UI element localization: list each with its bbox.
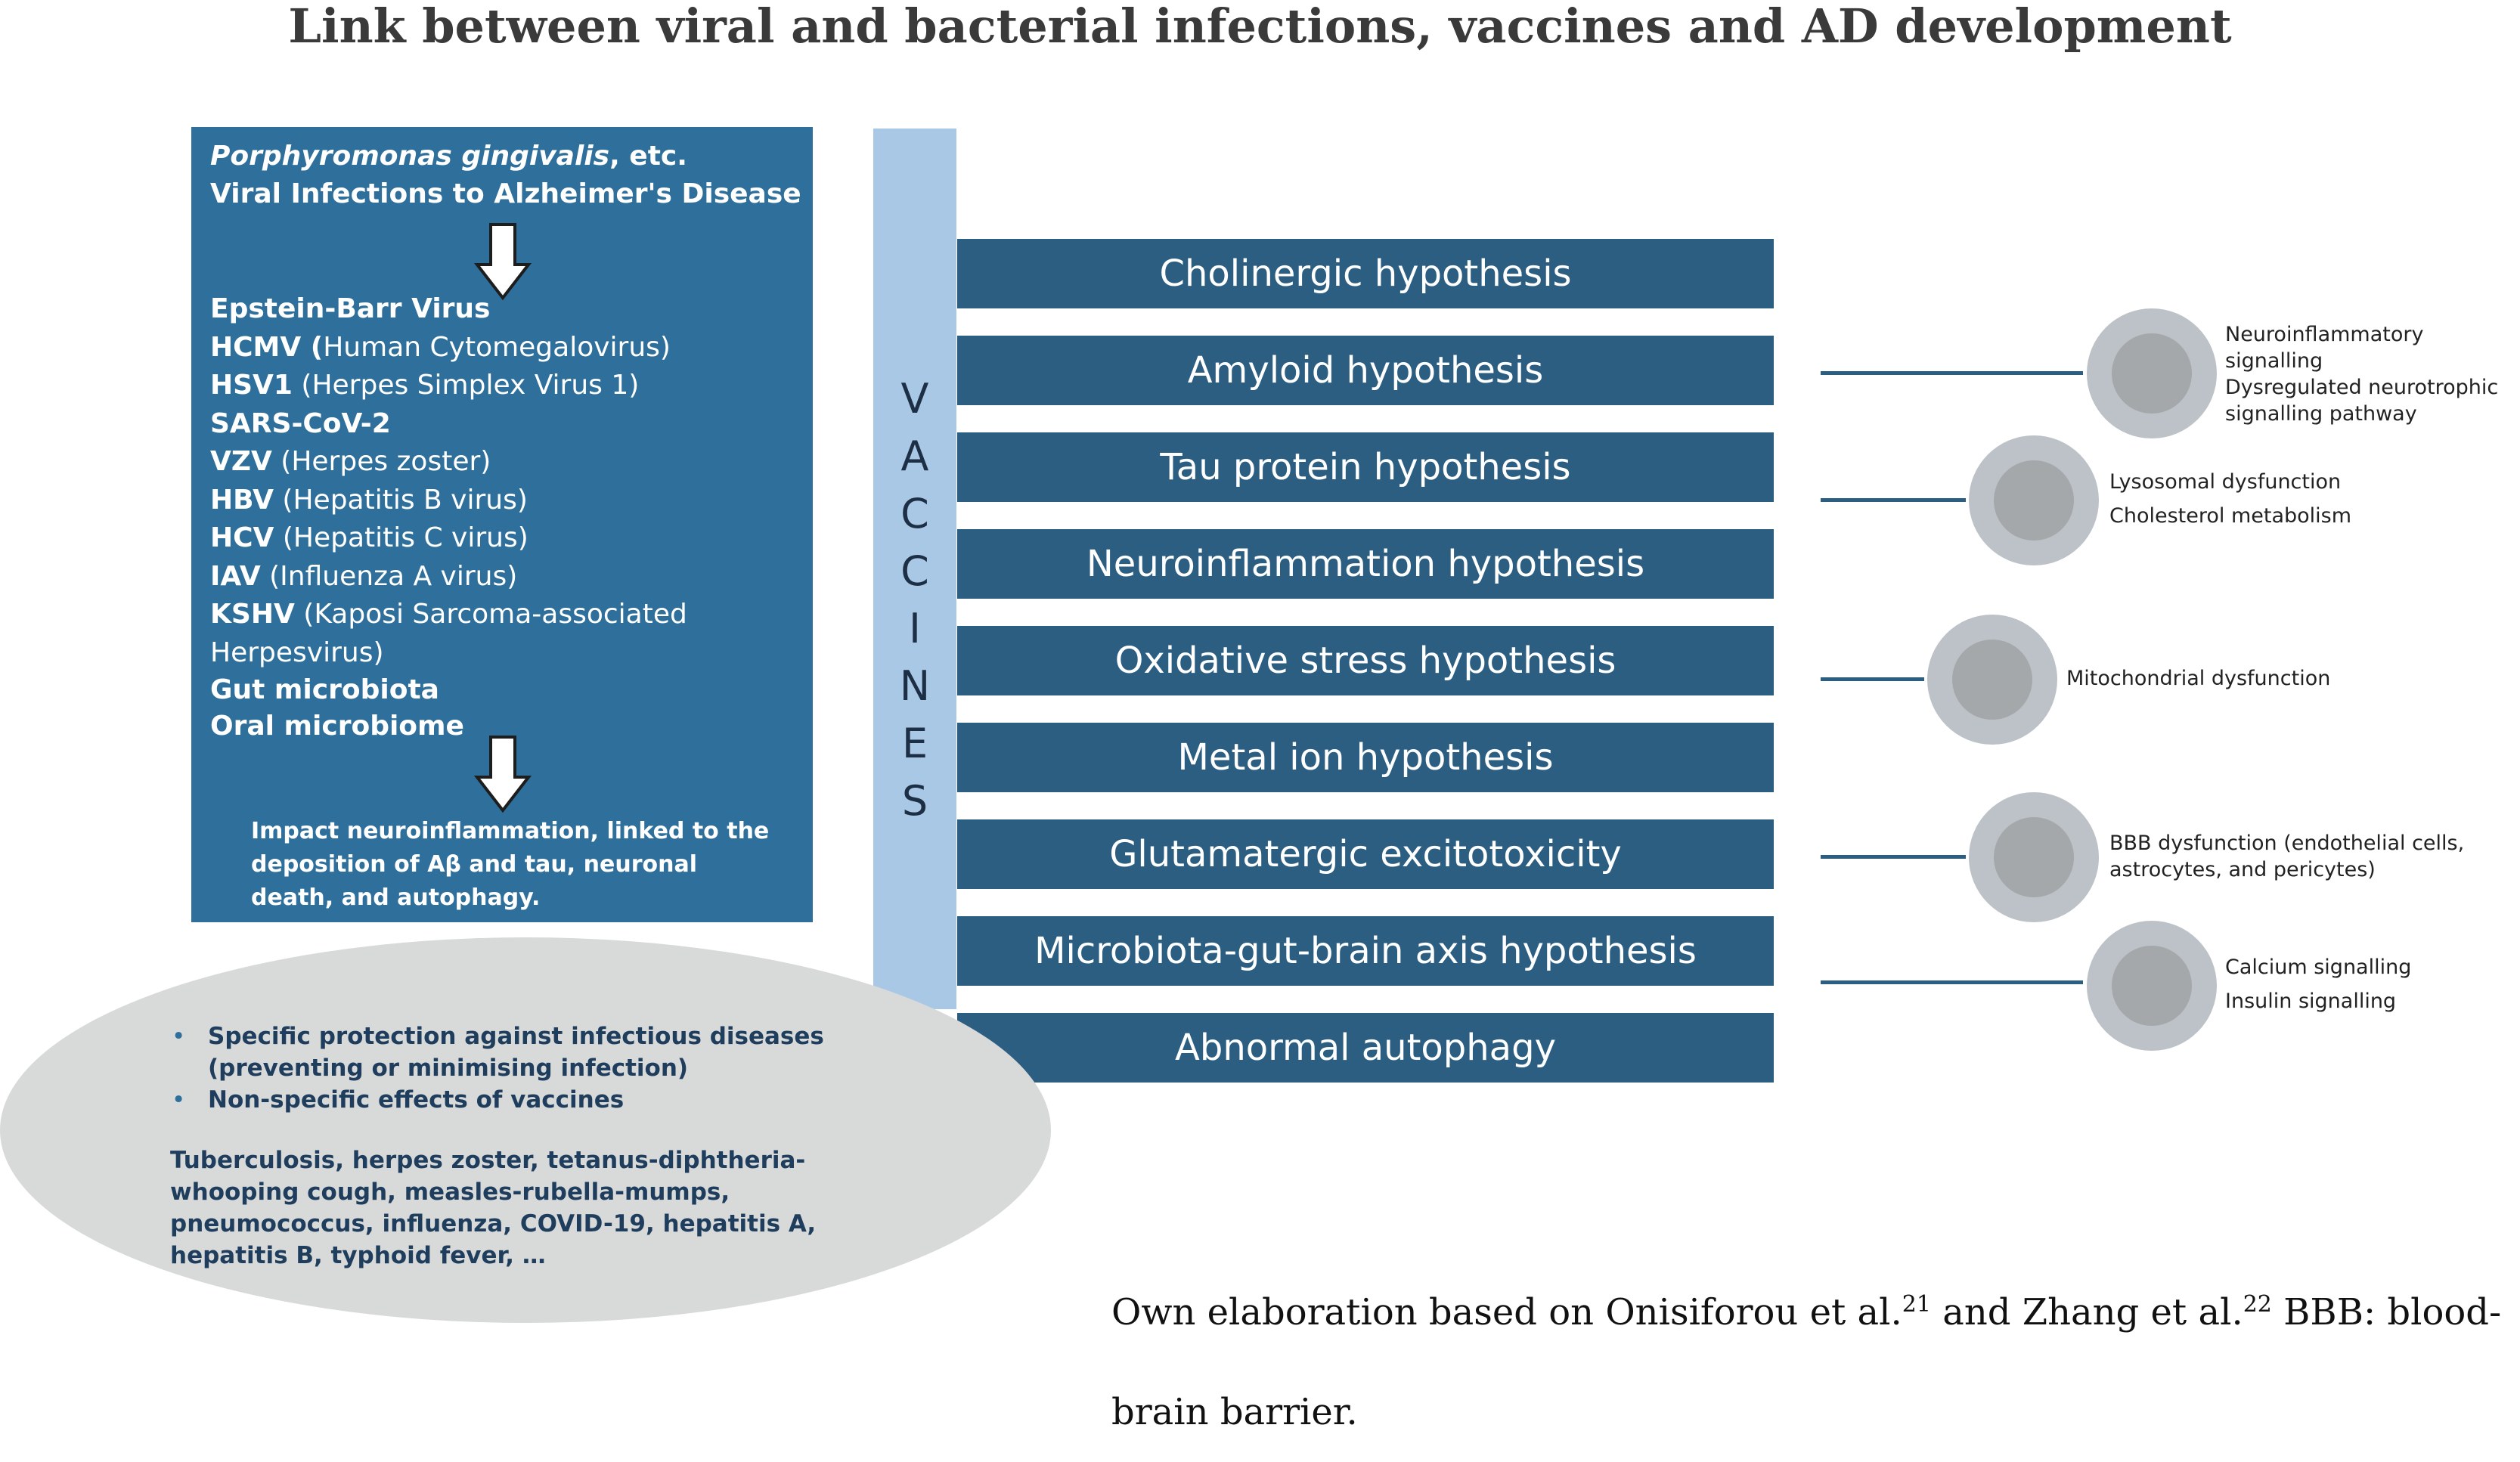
vaccines-letter: S (901, 777, 928, 825)
mechanism-line: signalling pathway (2225, 402, 2417, 426)
infectious-agent-item: HBV (Hepatitis B virus) (210, 482, 687, 520)
infectious-agent-item: Epstein-Barr Virus (210, 290, 687, 329)
microbiota-item: Oral microbiome (210, 711, 464, 742)
vaccines-letter: C (900, 490, 929, 537)
circle-core (1952, 640, 2032, 720)
agent-full-name: (Herpes zoster) (271, 446, 491, 477)
mechanism-line: Dysregulated neurotrophic (2225, 376, 2499, 399)
circle-core (2112, 946, 2192, 1026)
hypothesis-bar: Metal ion hypothesis (957, 723, 1774, 792)
arrow-down-icon (474, 736, 532, 813)
mechanism-line: Neuroinflammatory (2225, 323, 2424, 346)
microbiota-item: Gut microbiota (210, 674, 439, 705)
infection-header-line1: Porphyromonas gingivalis, etc. (210, 141, 687, 172)
hypothesis-bar: Amyloid hypothesis (957, 336, 1774, 405)
agent-full-name: (Hepatitis B virus) (273, 484, 528, 516)
figure-caption: Own elaboration based on Onisiforou et a… (1111, 1291, 2502, 1433)
mechanism-line: Lysosomal dysfunction (2109, 470, 2342, 494)
infectious-agent-item: Herpesvirus) (210, 634, 687, 673)
hypothesis-bar: Tau protein hypothesis (957, 432, 1774, 502)
mechanism-connector (1821, 980, 2083, 984)
vaccines-letter: V (900, 375, 929, 423)
mechanism-line: Mitochondrial dysfunction (2066, 667, 2331, 690)
agent-abbreviation: VZV (210, 446, 272, 477)
mechanism-line: Cholesterol metabolism (2109, 504, 2352, 528)
agent-full-name: Herpesvirus) (210, 637, 384, 668)
hypothesis-bar: Glutamatergic excitotoxicity (957, 819, 1774, 889)
bullet-icon: • (172, 1086, 186, 1114)
agent-full-name: (Herpes Simplex Virus 1) (292, 370, 640, 401)
agent-abbreviation: KSHV (210, 599, 295, 630)
vaccines-letter: C (900, 547, 929, 595)
mechanism-circle-icon (1927, 615, 2057, 745)
mechanism-connector (1821, 371, 2083, 375)
bullet-item: •Non-specific effects of vaccines (170, 1084, 926, 1116)
mechanism-connector (1821, 498, 1966, 502)
circle-core (1994, 817, 2074, 897)
infection-sources-box: Porphyromonas gingivalis, etc. Viral Inf… (191, 127, 813, 922)
mechanism-circle-icon (1969, 792, 2099, 922)
arrow-down-icon (474, 223, 532, 301)
vaccines-letter: I (909, 605, 921, 652)
agent-abbreviation: Epstein-Barr Virus (210, 293, 491, 324)
hypothesis-bar: Microbiota-gut-brain axis hypothesis (957, 916, 1774, 986)
agent-abbreviation: IAV (210, 560, 261, 592)
hypothesis-bar: Cholinergic hypothesis (957, 239, 1774, 308)
agent-full-name: (Influenza A virus) (260, 560, 518, 592)
mechanism-circle-icon (2087, 921, 2217, 1051)
infectious-agent-item: HCV (Hepatitis C virus) (210, 519, 687, 558)
hypothesis-bar: Oxidative stress hypothesis (957, 626, 1774, 695)
vaccines-letter: E (901, 720, 928, 767)
infectious-agent-item: HSV1 (Herpes Simplex Virus 1) (210, 367, 687, 405)
infection-header-line2: Viral Infections to Alzheimer's Disease (210, 178, 801, 209)
hypothesis-bar: Neuroinflammation hypothesis (957, 529, 1774, 599)
infectious-agent-item: KSHV (Kaposi Sarcoma-associated (210, 596, 687, 634)
vaccine-effects-text: •Specific protection against infectious … (170, 1021, 926, 1272)
mechanism-text: BBB dysfunction (endothelial cells, astro… (2109, 830, 2464, 883)
agent-full-name: (Hepatitis C virus) (274, 522, 528, 553)
vaccines-letter: A (900, 432, 929, 480)
infectious-agent-item: VZV (Herpes zoster) (210, 443, 687, 482)
infectious-agent-item: SARS-CoV-2 (210, 405, 687, 444)
mechanism-line: Calcium signalling (2225, 956, 2412, 979)
mechanism-connector (1821, 677, 1924, 681)
bullet-icon: • (172, 1023, 186, 1050)
mechanism-circle-icon (2087, 308, 2217, 438)
vaccine-effects-oval (0, 937, 1051, 1323)
agent-abbreviation: HBV (210, 484, 274, 516)
agent-full-name: Human Cytomegalovirus) (323, 331, 671, 363)
hypothesis-bar: Abnormal autophagy (957, 1013, 1774, 1083)
mechanism-line: Insulin signalling (2225, 990, 2397, 1013)
infectious-agent-item: HCMV (Human Cytomegalovirus) (210, 329, 687, 367)
circle-core (1994, 460, 2074, 541)
agent-abbreviation: HSV1 (210, 370, 293, 401)
agent-abbreviation: SARS-CoV-2 (210, 407, 391, 439)
mechanism-circle-icon (1969, 435, 2099, 565)
vaccine-list: Tuberculosis, herpes zoster, tetanus-dip… (170, 1147, 817, 1269)
vaccines-letter: N (899, 662, 931, 710)
agent-abbreviation: HCMV ( (210, 331, 324, 363)
mechanism-line: BBB dysfunction (endothelial cells, (2109, 832, 2465, 855)
mechanism-text: Mitochondrial dysfunction (2066, 665, 2330, 692)
mechanism-line: signalling (2225, 349, 2323, 373)
impact-text: Impact neuroinflammation, linked to the … (251, 818, 770, 911)
bullet-item: •Specific protection against infectious … (170, 1021, 926, 1084)
mechanism-connector (1821, 855, 1966, 859)
agent-full-name: (Kaposi Sarcoma-associated (294, 599, 687, 630)
figure-title: Link between viral and bacterial infecti… (288, 0, 2232, 54)
mechanism-line: astrocytes, and pericytes) (2109, 858, 2376, 881)
infectious-agent-item: IAV (Influenza A virus) (210, 558, 687, 596)
agent-abbreviation: HCV (210, 522, 274, 553)
circle-core (2112, 333, 2192, 414)
